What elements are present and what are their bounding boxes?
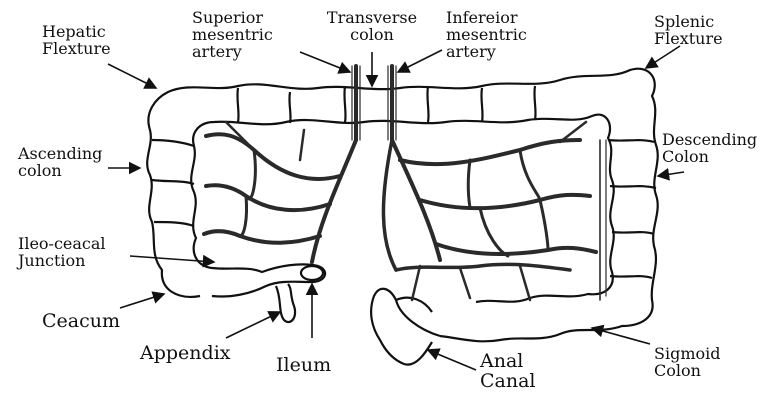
label-ileum: Ileum: [276, 356, 331, 376]
label-hepatic-flexure: Hepatic Flexture: [42, 24, 111, 58]
pointer-caecum: [120, 294, 164, 308]
mesenteric-vessels: [204, 66, 606, 300]
pointer-superior-mesentric-artery: [300, 52, 350, 72]
pointer-hepatic-flexure: [108, 64, 156, 88]
pointer-inferior-mesentric-artery: [398, 50, 442, 72]
label-inferior-mesentric-artery: Infereior mesentric artery: [446, 10, 527, 60]
label-descending-colon: Descending Colon: [662, 132, 757, 166]
label-anal-canal: Anal Canal: [480, 352, 536, 392]
pointer-anal-canal: [428, 350, 476, 370]
pointer-ileo-caecal-junction: [130, 256, 214, 262]
pointer-sigmoid-colon: [592, 328, 650, 344]
large-intestine: [147, 69, 658, 365]
pointer-appendix: [226, 312, 280, 338]
label-transverse-colon: Transverse colon: [316, 10, 428, 44]
label-appendix: Appendix: [140, 344, 230, 364]
label-sigmoid-colon: Sigmoid Colon: [654, 346, 720, 380]
pointer-splenic-flexure: [646, 46, 680, 68]
label-superior-mesentric-artery: Superior mesentric artery: [192, 10, 273, 60]
label-ileo-caecal-junction: Ileo-ceacal Junction: [18, 236, 106, 270]
label-splenic-flexure: Splenic Flexture: [654, 14, 723, 48]
label-ascending-colon: Ascending colon: [18, 146, 102, 180]
label-caecum: Ceacum: [42, 312, 120, 332]
pointer-descending-colon: [658, 172, 684, 176]
